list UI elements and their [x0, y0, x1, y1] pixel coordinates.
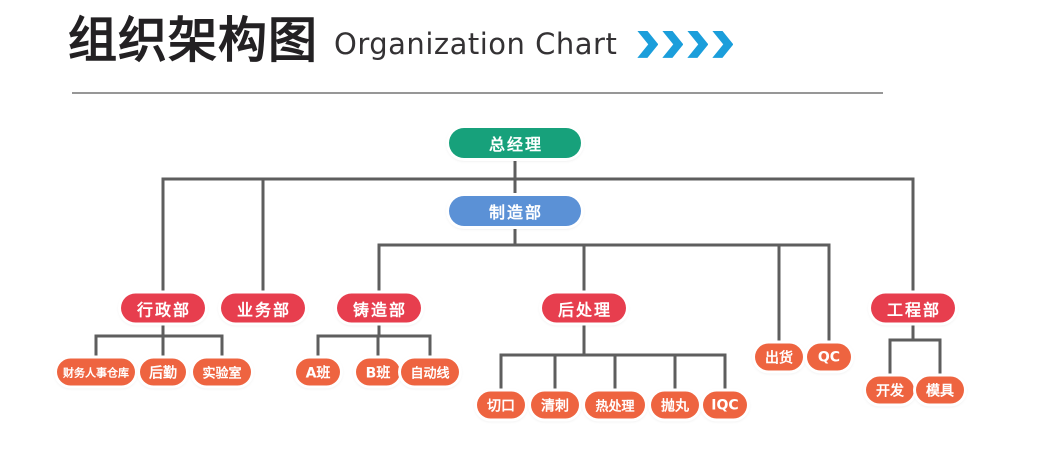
org-node-mfg: 制造部 [449, 196, 581, 226]
org-node-ywb: 业务部 [221, 293, 305, 323]
org-node-cwrsck: 财务人事仓库 [57, 358, 135, 386]
org-node-paowan: 抛丸 [651, 391, 699, 419]
org-node-xzb: 行政部 [121, 293, 205, 323]
org-node-hq: 后勤 [140, 358, 186, 386]
org-node-gm: 总经理 [449, 128, 581, 158]
org-node-aban: A班 [296, 358, 340, 386]
org-node-qiekou: 切口 [477, 391, 525, 419]
org-node-kaifa: 开发 [866, 376, 914, 404]
org-node-zzb: 铸造部 [337, 293, 421, 323]
org-node-rechuli: 热处理 [585, 391, 645, 419]
org-node-iqc: IQC [703, 391, 747, 419]
chevron-arrows-decoration [637, 30, 734, 68]
page-title: 组织架构图 [68, 12, 319, 69]
page-header: 组织架构图 Organization Chart [68, 12, 734, 69]
org-node-hcl: 后处理 [542, 293, 626, 323]
org-node-moju: 模具 [916, 376, 964, 404]
org-node-chuhuo: 出货 [755, 343, 803, 371]
page-subtitle: Organization Chart [334, 26, 618, 61]
org-node-bban: B班 [356, 358, 400, 386]
header-divider [72, 92, 883, 94]
org-node-gcb: 工程部 [871, 293, 955, 323]
org-node-qc: QC [807, 343, 851, 371]
org-node-qingci: 清刺 [531, 391, 579, 419]
org-node-zdx: 自动线 [401, 358, 459, 386]
org-node-sys: 实验室 [193, 358, 251, 386]
